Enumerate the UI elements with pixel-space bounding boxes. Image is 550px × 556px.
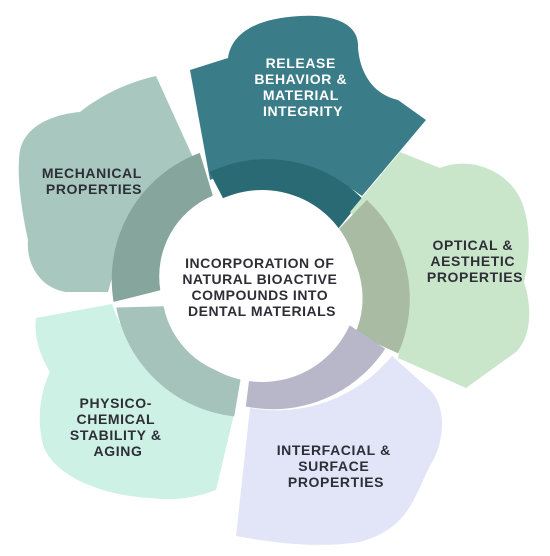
petal-interfacial-line-3: PROPERTIES xyxy=(288,474,384,490)
center-line-2: NATURAL BIOACTIVE xyxy=(182,271,337,287)
center-line-4: DENTAL MATERIALS xyxy=(188,303,336,319)
petal-release-shape xyxy=(190,15,426,197)
center-hub: INCORPORATION OF NATURAL BIOACTIVE COMPO… xyxy=(166,190,358,382)
petal-optical-line-2: AESTHETIC xyxy=(430,253,515,269)
petal-optical-shape xyxy=(350,152,530,388)
petal-physico-label: PHYSICO- CHEMICAL STABILITY & AGING xyxy=(70,395,166,459)
petal-interfacial-line-1: INTERFACIAL & xyxy=(277,442,391,458)
petal-physico-shape xyxy=(35,304,236,500)
petal-physico-ring xyxy=(116,306,241,417)
petal-physico-line-2: CHEMICAL xyxy=(77,411,156,427)
petal-release-line-1: RELEASE xyxy=(266,55,336,71)
petal-mechanical-line-1: MECHANICAL xyxy=(42,165,142,181)
petal-release-line-4: INTEGRITY xyxy=(263,103,343,119)
petal-mechanical: MECHANICAL PROPERTIES xyxy=(18,76,213,302)
petal-release-label: RELEASE BEHAVIOR & MATERIAL INTEGRITY xyxy=(254,55,351,119)
center-line-1: INCORPORATION OF xyxy=(185,255,334,271)
petal-physico-line-1: PHYSICO- xyxy=(80,395,152,411)
petal-optical-ring xyxy=(334,199,410,354)
petal-interfacial-label: INTERFACIAL & SURFACE PROPERTIES xyxy=(277,442,396,490)
petal-release-line-3: MATERIAL xyxy=(263,87,339,103)
center-label: INCORPORATION OF NATURAL BIOACTIVE COMPO… xyxy=(182,255,341,319)
petal-optical: OPTICAL & AESTHETIC PROPERTIES xyxy=(334,152,530,388)
petal-physico-line-4: AGING xyxy=(94,443,143,459)
petal-optical-line-1: OPTICAL & xyxy=(432,237,513,253)
center-line-3: COMPOUNDS INTO xyxy=(191,287,328,303)
petal-mechanical-line-2: PROPERTIES xyxy=(46,181,142,197)
petal-release-line-2: BEHAVIOR & xyxy=(254,71,347,87)
petal-physico: PHYSICO- CHEMICAL STABILITY & AGING xyxy=(35,304,241,500)
petal-mechanical-label: MECHANICAL PROPERTIES xyxy=(42,165,146,197)
petal-interfacial: INTERFACIAL & SURFACE PROPERTIES xyxy=(236,320,442,545)
center-circle xyxy=(166,190,358,382)
petal-optical-line-3: PROPERTIES xyxy=(427,269,523,285)
petal-optical-label: OPTICAL & AESTHETIC PROPERTIES xyxy=(427,237,523,285)
petal-physico-line-3: STABILITY & xyxy=(70,427,162,443)
petal-mechanical-shape xyxy=(18,76,207,292)
petal-interfacial-shape xyxy=(236,356,442,545)
petal-interfacial-line-2: SURFACE xyxy=(298,458,369,474)
petal-mechanical-ring xyxy=(111,152,213,302)
